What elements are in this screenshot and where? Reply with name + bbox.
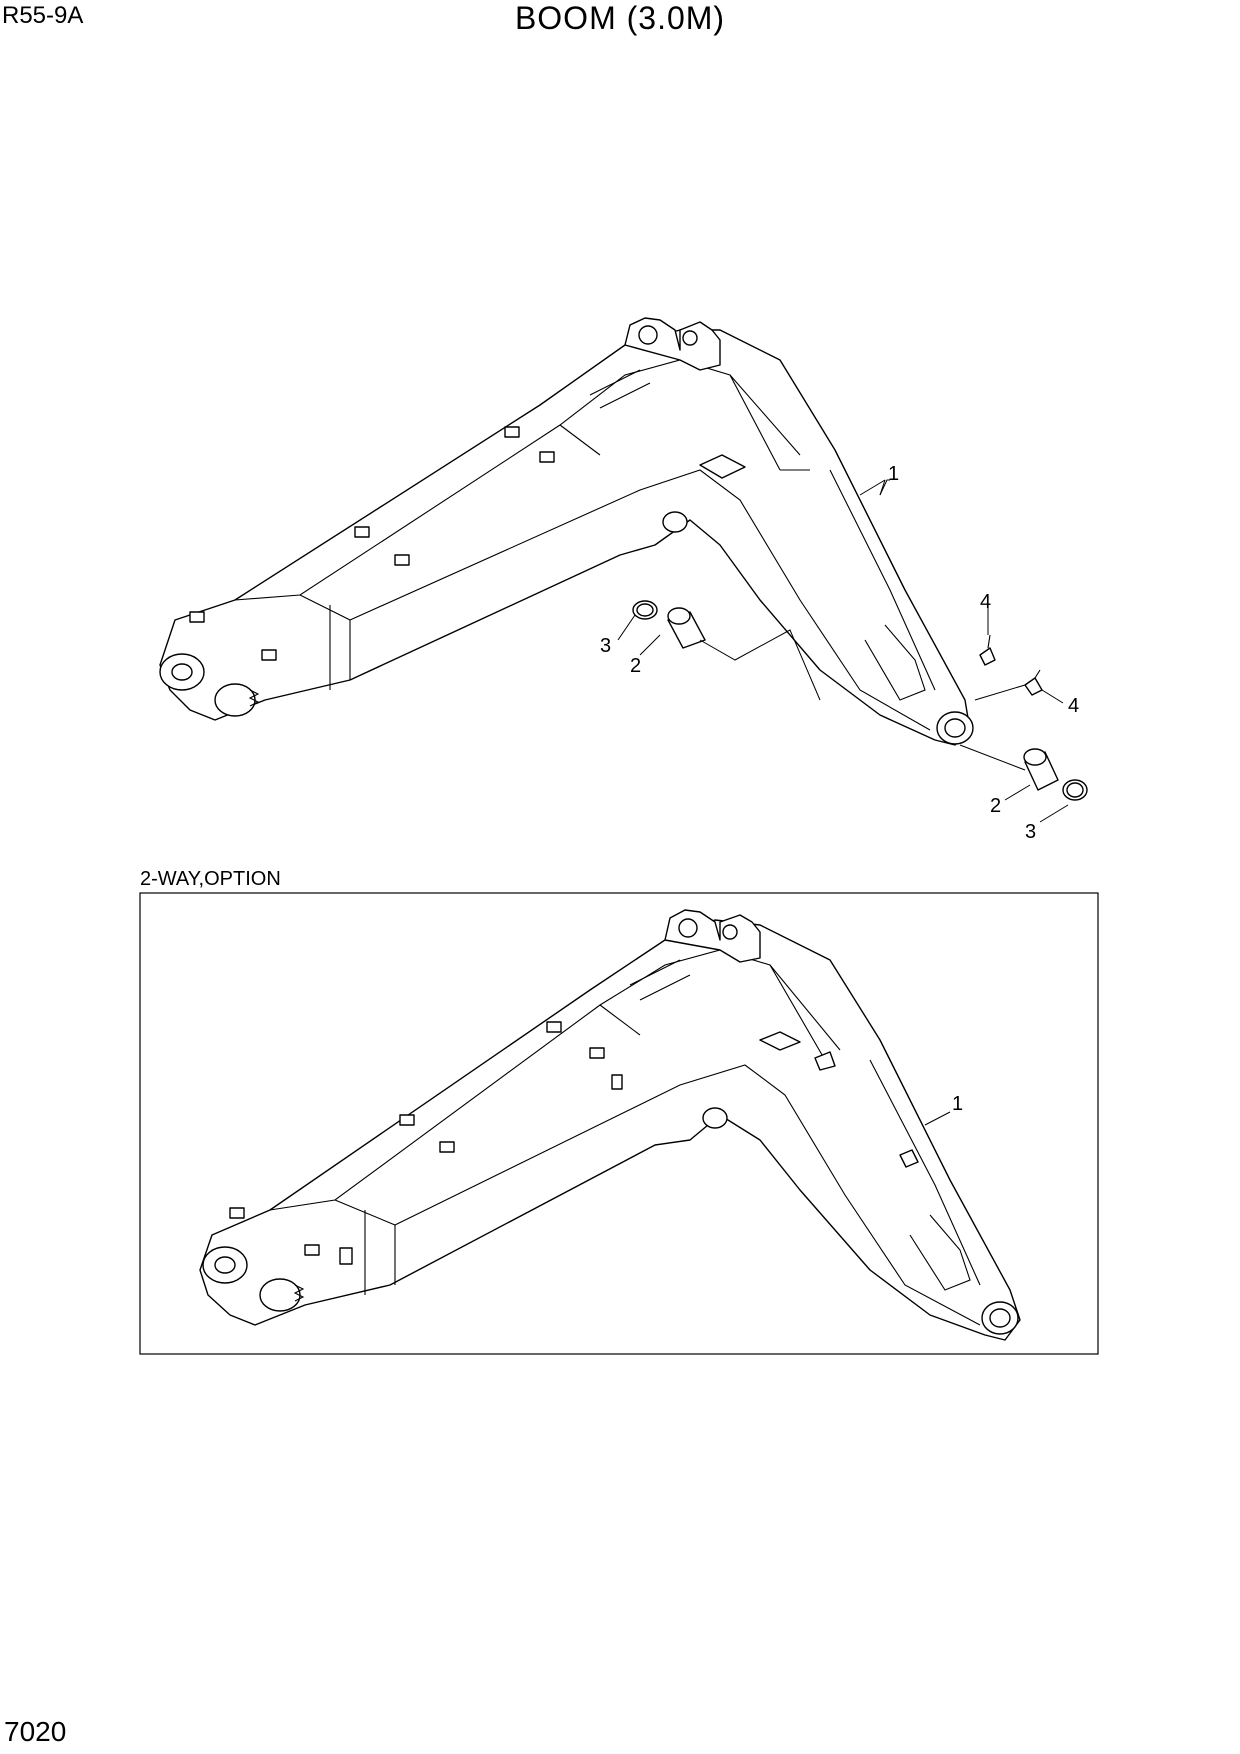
grease-nipple-lower (1024, 677, 1043, 696)
callout-1-main: 1 (888, 463, 899, 485)
boom-foot-eye-right (214, 683, 256, 717)
callout-3-lower: 3 (1025, 821, 1036, 843)
leader-lines-main (617, 479, 1069, 823)
boom-main-assembly (159, 317, 974, 746)
callout-4-upper: 4 (980, 591, 991, 613)
boom-main-body (159, 329, 971, 746)
callout-4-lower: 4 (1068, 695, 1079, 717)
page-number: 7020 (4, 1716, 67, 1747)
option-label: 2-WAY,OPTION (140, 868, 281, 890)
grease-nipple-upper (979, 647, 996, 666)
callout-1-option: 1 (952, 1093, 963, 1115)
callout-2-upper: 2 (630, 655, 641, 677)
model-code: R55-9A (2, 2, 84, 29)
callout-2-lower: 2 (990, 795, 1001, 817)
boom-option-assembly (199, 909, 1021, 1341)
boom-option-body (199, 919, 1021, 1341)
callout-3-upper: 3 (600, 635, 611, 657)
option-box-frame (139, 892, 1099, 1355)
page-title: BOOM (3.0M) (514, 0, 726, 36)
loose-parts (632, 600, 1088, 801)
